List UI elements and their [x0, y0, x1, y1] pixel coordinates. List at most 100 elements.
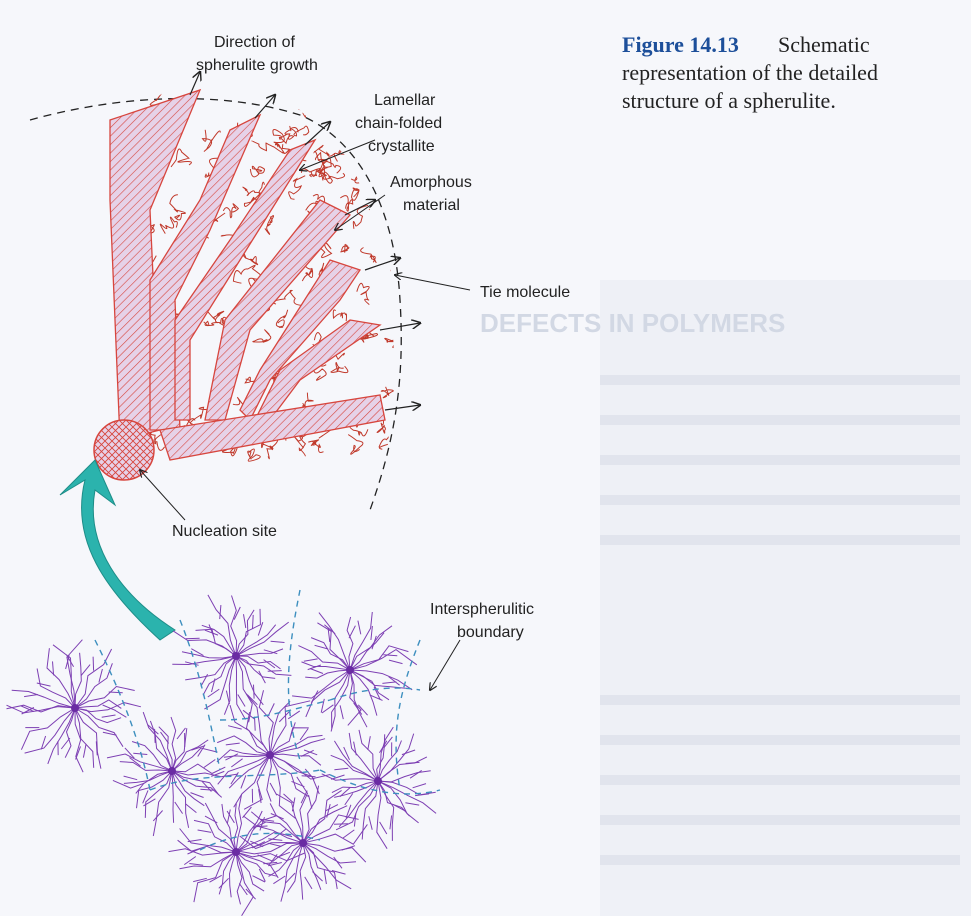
spherulite-ray [158, 726, 173, 772]
spherulite-ray [74, 685, 135, 709]
spherulite-ray-branch [200, 788, 215, 791]
amorphous-chain [352, 204, 372, 229]
spherulite-ray [74, 707, 122, 724]
spherulite-ray-branch [258, 868, 266, 882]
spherulite-ray [349, 611, 373, 671]
spherulite-ray-branch [270, 640, 285, 643]
spherulite-ray [239, 835, 304, 850]
spherulite-ray [24, 707, 76, 754]
spherulite-ray [66, 639, 83, 709]
spherulite-ray [179, 851, 237, 870]
spherulite-ray [131, 741, 173, 772]
spherulite-ray-branch [412, 783, 427, 789]
amorphous-chain [357, 332, 379, 343]
spherulite-ray-branch [270, 813, 284, 820]
spherulite-ray [235, 648, 284, 657]
spherulite-ray-branch [102, 704, 116, 711]
spherulite-center [266, 751, 274, 759]
spherulite-ray-branch [60, 737, 71, 750]
spherulite-ray-branch [135, 782, 145, 794]
spherulite-ray [171, 763, 226, 775]
spherulite-ray [217, 754, 271, 785]
spherulite-ray-branch [208, 624, 215, 638]
zoom-arrow [59, 459, 176, 641]
spherulite-ray [377, 740, 402, 782]
label-interspherulitic-2: boundary [457, 624, 524, 641]
spherulite-ray [377, 780, 395, 841]
lamellar-crystallites [109, 88, 386, 461]
spherulite-ray [302, 824, 368, 845]
amorphous-chain [159, 216, 178, 234]
spherulite-ray-branch [339, 705, 344, 720]
spherulite-ray-branch [238, 883, 248, 896]
spherulite-ray-branch [114, 709, 127, 718]
spherulite-ray [235, 655, 276, 679]
spherulite-ray-branch [243, 614, 247, 629]
amorphous-chain [275, 309, 289, 328]
spherulite-ray-branch [291, 797, 296, 812]
spherulite-ray-branch [323, 870, 327, 885]
amorphous-chain [81, 270, 111, 287]
spherulite-ray [331, 780, 379, 794]
spherulite-ray-branch [225, 742, 240, 746]
spherulite-ray-branch [353, 741, 357, 756]
spherulite-ray-branch [191, 648, 204, 657]
spherulite-ray [349, 669, 413, 691]
spherulite-ray [235, 815, 276, 853]
spherulite-ray [269, 803, 304, 844]
spherulite-ray [233, 803, 239, 853]
spherulite-ray [193, 851, 237, 903]
spherulite-ray-branch [321, 704, 334, 714]
amorphous-chain [390, 252, 395, 273]
spherulite-ray [302, 842, 338, 890]
spherulite-ray [171, 739, 209, 772]
spherulite-ray [269, 754, 309, 798]
spherulite-ray [218, 851, 237, 895]
spherulite-ray-branch [415, 793, 430, 797]
amorphous-chain [335, 105, 358, 120]
spherulite-ray-branch [237, 694, 246, 707]
spherulite-ray [269, 700, 291, 756]
spherulite-ray [269, 754, 320, 795]
spherulite-ray [245, 693, 271, 756]
spherulite-ray [149, 720, 173, 772]
spherulite-ray-branch [176, 727, 186, 740]
spherulite-ray [242, 815, 304, 844]
amorphous-chain [242, 186, 261, 203]
spherulite-ray-branch [334, 767, 349, 771]
spherulite-ray [52, 644, 76, 709]
spherulite-ray [349, 632, 385, 671]
spherulite-ray-branch [357, 620, 362, 635]
spherulite-ray [347, 669, 362, 726]
spherulite-ray [119, 761, 173, 772]
spherulite-ray-branch [207, 688, 220, 698]
spherulite-ray [302, 842, 367, 863]
spherulite-ray-branch [36, 682, 51, 687]
spherulite-ray-branch [184, 661, 199, 666]
label-tie-molecule: Tie molecule [480, 284, 570, 301]
spherulite-ray [235, 655, 264, 706]
amorphous-chain [251, 140, 285, 154]
spherulite-ray-branch [152, 810, 163, 822]
spherulite-ray-branch [52, 661, 55, 676]
spherulite-ray [257, 842, 304, 862]
spherulite-outline [29, 97, 402, 511]
amorphous-chain [313, 144, 336, 161]
spherulite-ray [177, 839, 237, 854]
amorphous-chain [297, 106, 316, 118]
spherulite-ray [317, 622, 351, 671]
figure-number: Figure 14.13 [622, 32, 739, 57]
amorphous-chain [347, 434, 364, 455]
spherulite-ray [298, 645, 351, 671]
spherulite-ray [235, 851, 243, 905]
spherulite-ray-branch [283, 793, 295, 804]
spherulite-ray-branch [123, 775, 138, 781]
spherulite-ray-branch [252, 841, 266, 849]
amorphous-chain [300, 168, 325, 178]
amorphous-chain [201, 129, 221, 152]
spherulite-ray [358, 729, 379, 782]
spherulite-ray-branch [303, 658, 318, 662]
spherulite-ray [377, 780, 419, 824]
spherulite-ray-branch [310, 690, 319, 704]
spherulite-ray-branch [258, 670, 266, 684]
